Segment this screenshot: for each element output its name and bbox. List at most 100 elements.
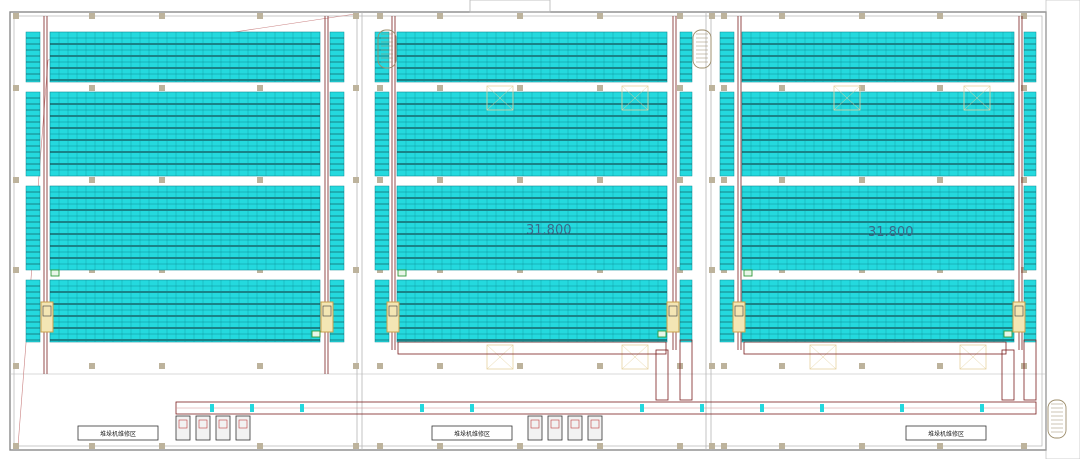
column-icon bbox=[779, 85, 785, 91]
port-station-detail bbox=[550, 419, 560, 429]
column-icon bbox=[1021, 443, 1027, 449]
column-icon bbox=[859, 85, 865, 91]
side-rack bbox=[719, 31, 735, 83]
column-icon bbox=[353, 177, 359, 183]
conveyor-icon bbox=[743, 341, 1007, 355]
column-icon bbox=[709, 267, 715, 273]
column-icon bbox=[709, 443, 715, 449]
side-rack bbox=[679, 279, 693, 343]
stacker-crane-body bbox=[322, 305, 332, 317]
port-station-detail bbox=[198, 419, 208, 429]
column-icon bbox=[89, 363, 95, 369]
column-icon bbox=[257, 85, 263, 91]
lift-box-cross bbox=[809, 344, 837, 370]
column-icon bbox=[437, 177, 443, 183]
column-icon bbox=[597, 177, 603, 183]
column-icon bbox=[377, 363, 383, 369]
right-annex bbox=[1045, 0, 1080, 459]
column-icon bbox=[597, 363, 603, 369]
stair-icon bbox=[1047, 399, 1067, 439]
equipment bbox=[40, 29, 1067, 439]
port-station-detail bbox=[570, 419, 580, 429]
conveyor-marker bbox=[700, 404, 704, 412]
column-icon bbox=[721, 363, 727, 369]
column-icon bbox=[859, 443, 865, 449]
side-rack bbox=[1023, 279, 1037, 343]
stacker-crane-icon bbox=[666, 301, 680, 333]
column-icon bbox=[353, 13, 359, 19]
rack-block bbox=[741, 31, 1015, 83]
side-rack bbox=[719, 279, 735, 343]
stacker-crane-icon bbox=[386, 301, 400, 333]
column-icon bbox=[779, 13, 785, 19]
column-icon bbox=[937, 13, 943, 19]
column-icon bbox=[1021, 177, 1027, 183]
column-icon bbox=[709, 363, 715, 369]
column-icon bbox=[779, 363, 785, 369]
hall-2-elevation-label: 31.800 bbox=[526, 223, 572, 238]
lift-box-cross bbox=[963, 85, 991, 111]
column-icon bbox=[13, 363, 19, 369]
conveyor-marker bbox=[420, 404, 424, 412]
port-station-detail bbox=[238, 419, 248, 429]
side-rack bbox=[374, 31, 390, 83]
column-icon bbox=[677, 177, 683, 183]
lift-box bbox=[486, 344, 514, 370]
zone-label-box-1 bbox=[77, 425, 159, 441]
port-station-detail bbox=[178, 419, 188, 429]
conveyor-marker bbox=[300, 404, 304, 412]
lift-box-cross bbox=[486, 85, 514, 111]
column-icon bbox=[779, 443, 785, 449]
column-icon bbox=[721, 85, 727, 91]
column-icon bbox=[677, 13, 683, 19]
conveyor-marker bbox=[820, 404, 824, 412]
stacker-crane-body bbox=[734, 305, 744, 317]
conveyor-marker bbox=[980, 404, 984, 412]
port-station-detail bbox=[530, 419, 540, 429]
column-icon bbox=[517, 363, 523, 369]
port-station-detail bbox=[218, 419, 228, 429]
column-icon bbox=[597, 13, 603, 19]
column-icon bbox=[437, 85, 443, 91]
lift-box bbox=[833, 85, 861, 111]
conveyor-marker bbox=[640, 404, 644, 412]
column-icon bbox=[1021, 85, 1027, 91]
stacker-crane-body bbox=[42, 305, 52, 317]
column-icon bbox=[89, 443, 95, 449]
stacker-crane-body bbox=[668, 305, 678, 317]
lift-box bbox=[809, 344, 837, 370]
column-icon bbox=[1021, 13, 1027, 19]
column-icon bbox=[353, 85, 359, 91]
column-icon bbox=[779, 177, 785, 183]
green-marker-icon bbox=[657, 330, 667, 338]
side-rack bbox=[25, 31, 41, 83]
building-outline bbox=[9, 0, 1080, 459]
inner-wall bbox=[13, 15, 1043, 447]
column-icon bbox=[377, 13, 383, 19]
port-station-detail bbox=[590, 419, 600, 429]
column-icon bbox=[159, 363, 165, 369]
column-icon bbox=[677, 443, 683, 449]
conveyor-marker bbox=[760, 404, 764, 412]
column-icon bbox=[721, 443, 727, 449]
column-icon bbox=[13, 85, 19, 91]
lift-box-cross bbox=[833, 85, 861, 111]
column-icon bbox=[159, 85, 165, 91]
top-room bbox=[469, 0, 551, 13]
zone-label-2: 堆垛机维修区 bbox=[454, 430, 490, 438]
side-rack bbox=[679, 31, 693, 83]
column-icon bbox=[89, 85, 95, 91]
column-icon bbox=[709, 13, 715, 19]
stacker-crane-body bbox=[1014, 305, 1024, 317]
column-icon bbox=[437, 443, 443, 449]
conveyor-marker bbox=[250, 404, 254, 412]
column-icon bbox=[353, 443, 359, 449]
column-icon bbox=[937, 177, 943, 183]
column-icon bbox=[159, 13, 165, 19]
column-icon bbox=[709, 85, 715, 91]
stacker-crane-icon bbox=[320, 301, 334, 333]
column-icon bbox=[377, 85, 383, 91]
column-icon bbox=[517, 85, 523, 91]
column-icon bbox=[159, 443, 165, 449]
green-marker-icon bbox=[1003, 330, 1013, 338]
